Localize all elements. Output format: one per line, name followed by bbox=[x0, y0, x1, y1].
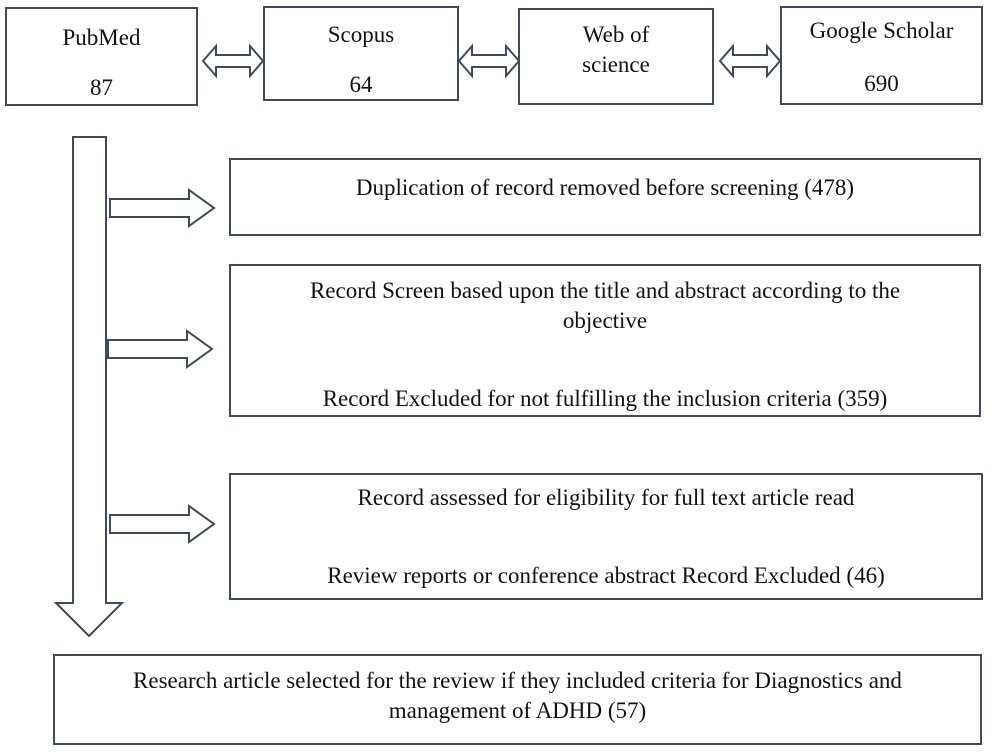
right-arrow-duplicates bbox=[109, 188, 216, 228]
duplicates-removed-box: Duplication of record removed before scr… bbox=[229, 158, 981, 236]
final-selection-text-line1: Research article selected for the review… bbox=[133, 668, 902, 693]
source-name: PubMed bbox=[62, 25, 141, 50]
source-count: 87 bbox=[90, 75, 113, 100]
screening-excluded-text: Record Excluded for not fulfilling the i… bbox=[322, 386, 888, 411]
source-name: Web of science bbox=[582, 22, 650, 77]
final-selection-text-line2: management of ADHD (57) bbox=[388, 698, 647, 723]
source-name: Google Scholar bbox=[809, 18, 954, 43]
source-count: 690 bbox=[864, 71, 899, 96]
final-selection-box: Research article selected for the review… bbox=[53, 654, 982, 745]
source-box-web-of-science: Web of science bbox=[518, 8, 714, 105]
right-arrow-screen bbox=[107, 329, 214, 369]
screening-text-line2: objective bbox=[562, 308, 648, 333]
eligibility-excluded-text: Review reports or conference abstract Re… bbox=[327, 563, 885, 588]
screening-box: Record Screen based upon the title and a… bbox=[229, 264, 981, 417]
source-name: Scopus bbox=[327, 22, 395, 47]
duplicates-removed-text: Duplication of record removed before scr… bbox=[355, 175, 855, 200]
double-arrow-wos-scholar bbox=[718, 43, 782, 79]
double-arrow-pubmed-scopus bbox=[201, 43, 265, 79]
eligibility-box: Record assessed for eligibility for full… bbox=[229, 473, 983, 600]
eligibility-text: Record assessed for eligibility for full… bbox=[357, 485, 855, 510]
source-count: 64 bbox=[349, 72, 373, 97]
source-box-pubmed: PubMed 87 bbox=[5, 7, 198, 106]
source-box-scopus: Scopus 64 bbox=[263, 6, 459, 101]
screening-text-line1: Record Screen based upon the title and a… bbox=[309, 278, 901, 303]
main-down-arrow bbox=[53, 136, 125, 638]
double-arrow-scopus-wos bbox=[457, 43, 521, 79]
source-box-google-scholar: Google Scholar 690 bbox=[780, 6, 983, 105]
right-arrow-eligibility bbox=[109, 504, 216, 544]
